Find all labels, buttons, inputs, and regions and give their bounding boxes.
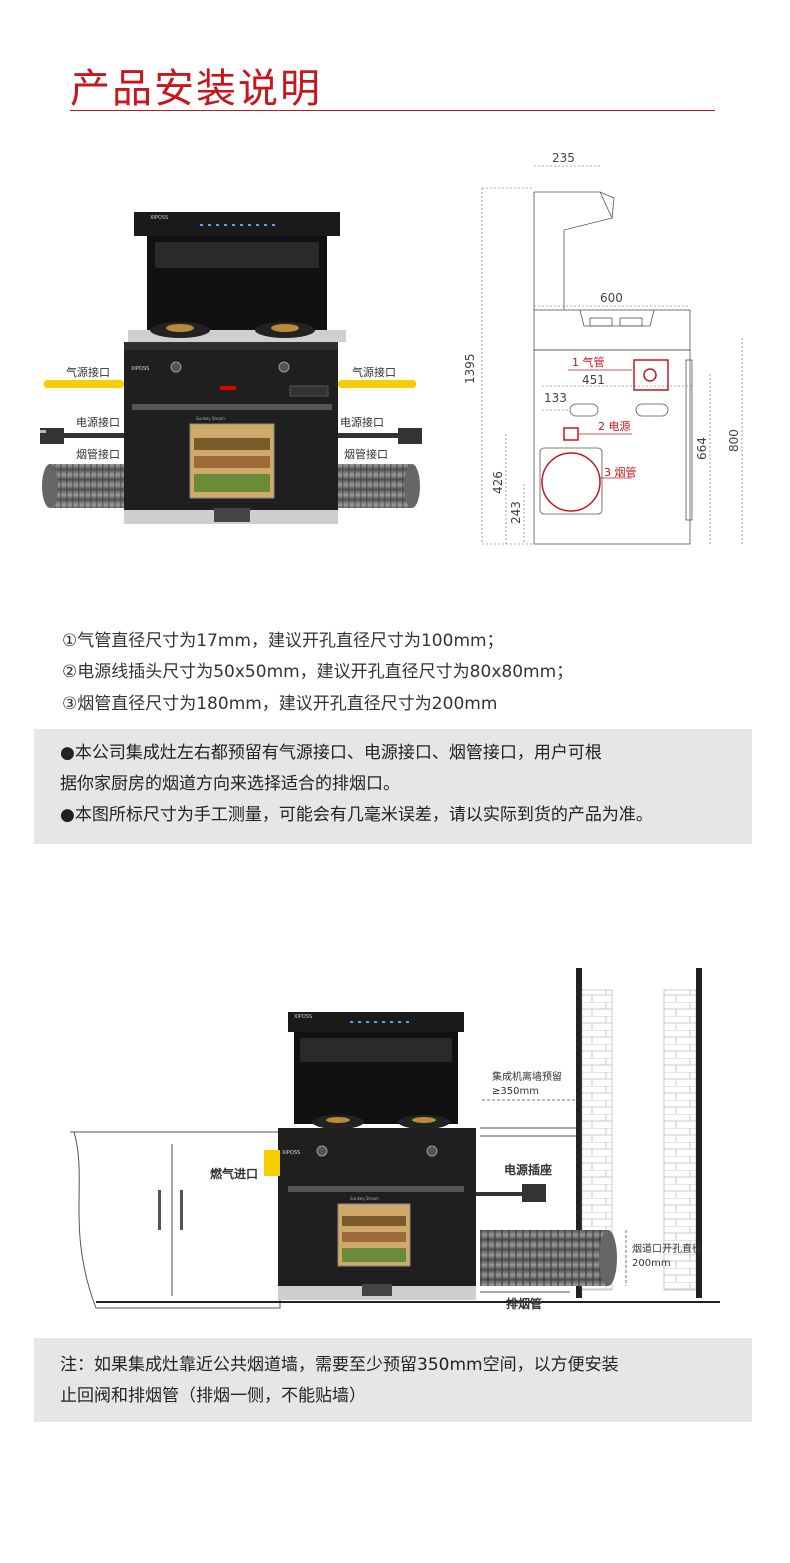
label-wall-gap-2: ≥350mm: [492, 1086, 539, 1097]
power-socket-icon: [476, 1184, 546, 1202]
install-note-box: ●本公司集成灶左右都预留有气源接口、电源接口、烟管接口，用户可根 据你家厨房的烟…: [34, 729, 752, 844]
burner-left-icon: [312, 1115, 364, 1129]
burner-right-icon: [255, 322, 315, 338]
product2-hood-brand: XIPOSS: [294, 1014, 312, 1020]
title-divider: [70, 110, 715, 111]
hood-brand: XIPOSS: [150, 215, 168, 221]
smoke-label-right: 烟管接口: [344, 447, 388, 461]
label-gas-inlet: 燃气进口: [210, 1166, 258, 1181]
burner-right-icon: [398, 1115, 450, 1129]
smoke-duct-left: [50, 464, 124, 508]
dim-gas-height: 664: [695, 437, 709, 460]
product2-oven-brand: Sunkey Steam: [350, 1196, 379, 1201]
oven-brand: Sunkey Steam: [196, 416, 225, 421]
hood-top: [134, 212, 340, 236]
gas-label-left: 气源接口: [66, 365, 110, 379]
installation-diagram: XIPOSS XIPOSS Sunkey Steam 燃气进口 电源插座 排烟管…: [70, 968, 720, 1311]
burner-left-icon: [150, 322, 210, 338]
note-line: ●本公司集成灶左右都预留有气源接口、电源接口、烟管接口，用户可根: [60, 743, 602, 763]
label-power-socket: 电源插座: [504, 1162, 552, 1177]
power-plug-left-icon: [40, 428, 124, 444]
dim-power-offset: 133: [544, 391, 567, 405]
spec-power-plug: ②电源线插头尺寸为50x50mm，建议开孔直径尺寸为80x80mm；: [62, 662, 574, 682]
dim-smoke-height: 243: [509, 501, 523, 524]
callout-power: 2 电源: [598, 419, 631, 433]
spec-smoke-pipe: ③烟管直径尺寸为180mm，建议开孔直径尺寸为200mm: [62, 694, 498, 714]
footnote-line: 止回阀和排烟管（排烟一侧，不能贴墙）: [60, 1386, 366, 1406]
power-label-right: 电源接口: [340, 415, 384, 429]
power-label-left: 电源接口: [76, 415, 120, 429]
product2-brand: XIPOSS: [282, 1150, 300, 1156]
label-flue-hole-2: 200mm: [632, 1258, 671, 1269]
gas-label-right: 气源接口: [352, 365, 396, 379]
label-flue-hole-1: 烟道口开孔直径: [632, 1242, 702, 1255]
dim-counter-width: 600: [600, 291, 623, 305]
smoke-label-left: 烟管接口: [76, 447, 120, 461]
cabinet-brand: XIPOSS: [131, 366, 149, 372]
spec-gas-pipe: ①气管直径尺寸为17mm，建议开孔直径尺寸为100mm；: [62, 631, 504, 651]
note-line: ●本图所标尺寸为手工测量，可能会有几毫米误差，请以实际到货的产品为准。: [60, 805, 653, 825]
power-plug-right-icon: [338, 428, 422, 444]
page-title: 产品安装说明: [70, 66, 322, 112]
dim-side-height: 800: [727, 429, 741, 452]
dimension-drawing: 1 气管 2 电源 3 烟管 235 1395 600 451 133 800 …: [463, 151, 743, 545]
callout-gas: 1 气管: [572, 355, 605, 369]
label-wall-gap-1: 集成机离墙预留: [492, 1070, 562, 1083]
dim-power-height: 426: [491, 471, 505, 494]
connection-diagram: XIPOSS XIPOSS Sunkey Steam 气源接口 气源接口 电源接…: [40, 212, 422, 524]
label-exhaust-pipe: 排烟管: [506, 1296, 542, 1311]
smoke-duct-right: [338, 464, 412, 508]
footnote-line: 注：如果集成灶靠近公共烟道墙，需要至少预留350mm空间，以方便安装: [60, 1355, 619, 1375]
dim-top-depth: 235: [552, 151, 575, 165]
callout-smoke: 3 烟管: [604, 465, 637, 479]
dim-gas-offset: 451: [582, 373, 605, 387]
dim-height-total: 1395: [463, 353, 477, 384]
note-line: 据你家厨房的烟道方向来选择适合的排烟口。: [60, 774, 400, 794]
footnote-box: 注：如果集成灶靠近公共烟道墙，需要至少预留350mm空间，以方便安装 止回阀和排…: [34, 1338, 752, 1422]
